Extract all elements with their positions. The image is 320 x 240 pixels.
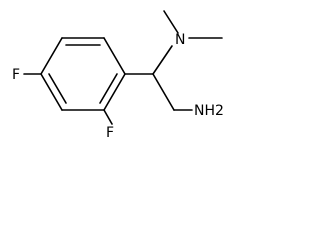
molecule-drawing: F F N NH2	[12, 10, 224, 141]
bond-nitrogen-methyl-left	[163, 10, 179, 34]
bond-chain-to-nitrogen	[152, 45, 173, 75]
amine-label: NH2	[194, 103, 224, 119]
bond-chain-to-methylene	[152, 73, 175, 111]
ring-bond-5-inner	[48, 73, 67, 104]
fluorine-ortho-label: F	[106, 125, 114, 141]
bond-ring-to-ortho-fluorine	[103, 109, 113, 125]
ring-bond-3-inner	[99, 73, 118, 104]
fluorine-para-label: F	[12, 67, 20, 83]
ring-bond-2	[103, 37, 126, 75]
ring-bond-3	[103, 73, 126, 111]
nitrogen-label: N	[175, 32, 185, 48]
benzene-ring	[40, 37, 126, 111]
structure-canvas: F F N NH2	[0, 0, 250, 149]
ring-bond-5	[40, 73, 63, 111]
ring-bond-6	[40, 37, 63, 75]
